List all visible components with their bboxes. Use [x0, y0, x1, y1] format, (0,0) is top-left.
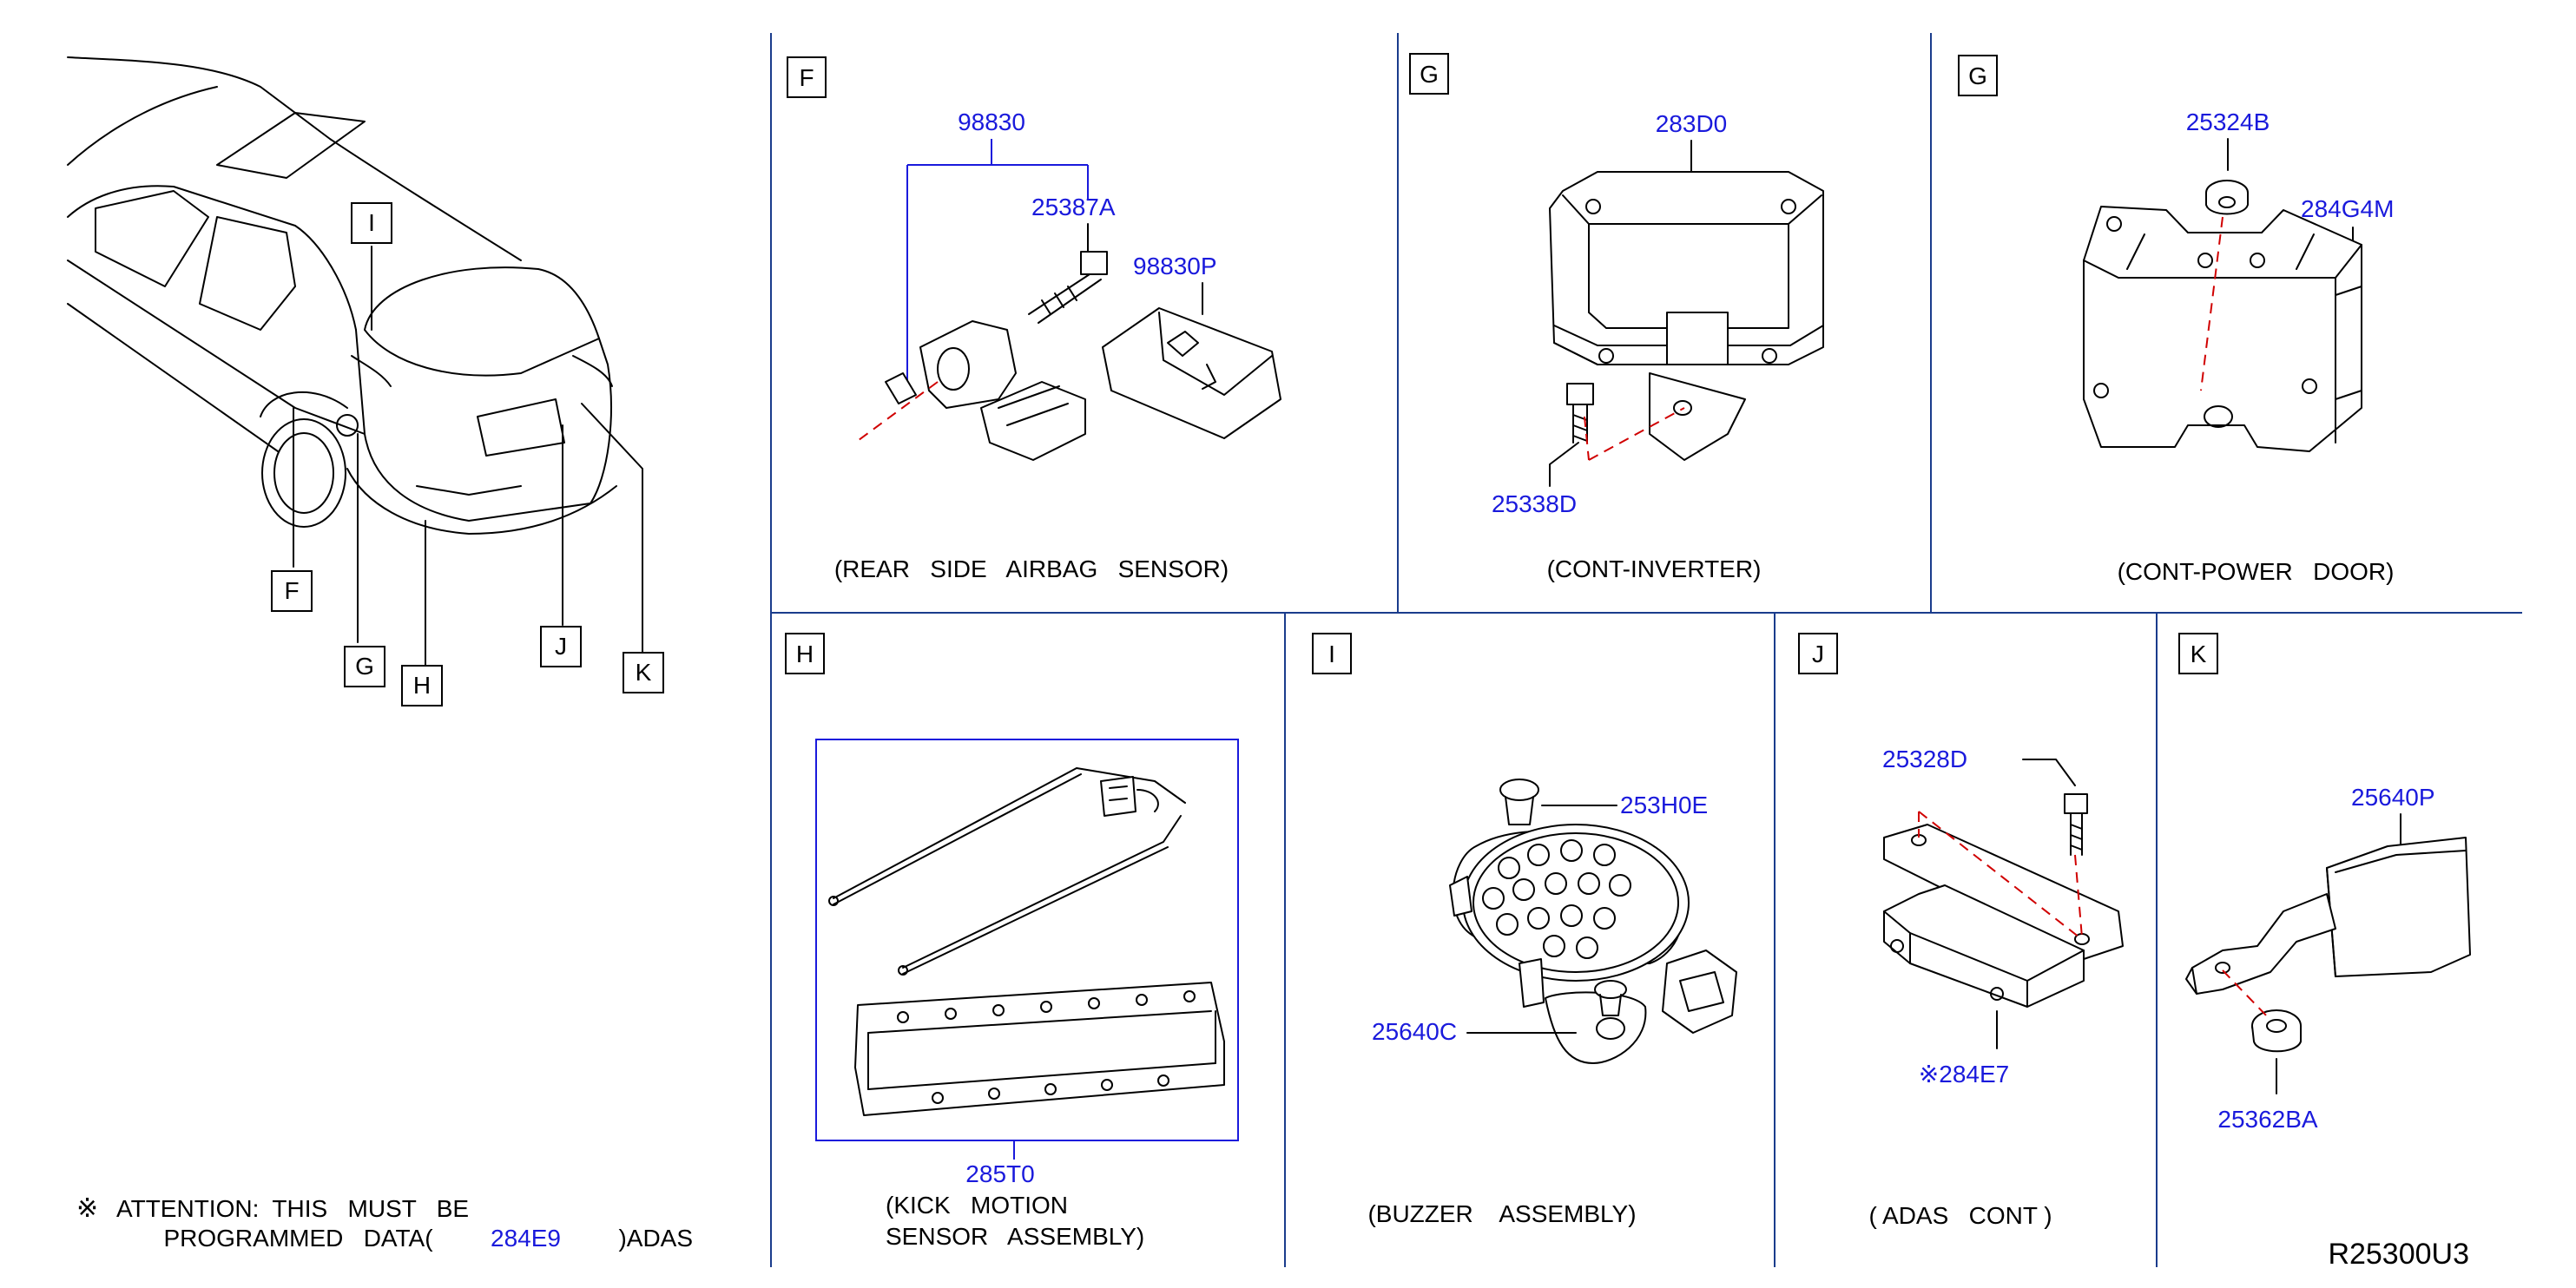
sensor-cover-drawing	[1102, 307, 1281, 439]
panel-H-caption-line2: SENSOR ASSEMBLY)	[886, 1223, 1144, 1250]
panel-G1-letter: G	[1420, 61, 1439, 88]
part-284G4M: 284G4M	[2301, 195, 2394, 222]
panel-G2-letter: G	[1968, 62, 1987, 89]
panel-dividers	[770, 33, 2522, 1267]
panel-F-caption: (REAR SIDE AIRBAG SENSOR)	[834, 555, 1229, 582]
callout-F: F	[271, 570, 313, 612]
part-98830P: 98830P	[1133, 253, 1217, 279]
part-25640C: 25640C	[1372, 1018, 1457, 1045]
panel-H-letter: H	[796, 641, 814, 667]
adas-cont-drawing	[1883, 793, 2124, 1008]
part-285T0: 285T0	[965, 1160, 1034, 1187]
callout-J-label: J	[555, 633, 567, 660]
panel-J: J 25328D ※284E7 ( ADAS CONT )	[1798, 633, 2124, 1229]
attention-line2-part: 284E9	[491, 1225, 561, 1252]
panel-K: K 25640P 25362BA	[2178, 633, 2471, 1133]
callout-K-label: K	[636, 659, 652, 686]
part-25328D: 25328D	[1882, 746, 1967, 772]
part-98830: 98830	[958, 108, 1025, 135]
part-25640P: 25640P	[2351, 784, 2435, 811]
part-284E7: ※284E7	[1919, 1061, 2009, 1088]
callout-G: G	[344, 646, 385, 687]
panel-G2: G 25324B 284G4M (CONT-POWER DOOR)	[1958, 55, 2395, 585]
panel-I-caption: (BUZZER ASSEMBLY)	[1367, 1200, 1636, 1227]
panel-K-letter: K	[2191, 641, 2207, 667]
panel-G1-caption: (CONT-INVERTER)	[1547, 555, 1762, 582]
attention-line2-prefix: PROGRAMMED DATA(	[163, 1225, 433, 1252]
panel-J-letter: J	[1812, 641, 1824, 667]
part-25362BA: 25362BA	[2217, 1106, 2318, 1133]
panel-G2-caption: (CONT-POWER DOOR)	[2118, 558, 2395, 585]
panel-F: F 98830 25387A 98830P (REAR	[787, 56, 1281, 582]
callout-J: J	[540, 626, 582, 667]
callout-F-label: F	[284, 577, 299, 604]
part-25338D: 25338D	[1492, 490, 1577, 517]
attention-mark: ※	[76, 1194, 98, 1223]
part-25387A: 25387A	[1031, 194, 1116, 220]
panel-H-caption-line1: (KICK MOTION	[886, 1192, 1068, 1219]
diagram-code: R25300U3	[2328, 1238, 2469, 1271]
attention-line2-suffix: )ADAS	[618, 1225, 693, 1252]
kick-sensor-frame	[815, 739, 1239, 1141]
panel-F-letter: F	[799, 64, 814, 91]
inverter-drawing	[1549, 171, 1824, 461]
ultrasonic-sensor-drawing	[2185, 837, 2471, 1053]
vehicle-overview	[67, 56, 643, 669]
callout-G-label: G	[355, 653, 374, 680]
callout-I-label: I	[368, 209, 375, 236]
panel-I-letter: I	[1328, 641, 1335, 667]
callout-H-label: H	[413, 672, 431, 699]
attention-line2: PROGRAMMED DATA( 284E9 )ADAS	[116, 1225, 727, 1252]
panel-G1: G 283D0 25338D (CONT-INVERTER)	[1409, 53, 1824, 582]
callout-H: H	[401, 665, 443, 706]
panel-H: H 285T0 (KICK MOTION SENSOR	[785, 633, 1239, 1250]
callout-K: K	[623, 652, 664, 693]
part-25324B: 25324B	[2186, 108, 2270, 135]
airbag-sensor-drawing	[854, 320, 1086, 461]
callout-I: I	[351, 202, 392, 244]
power-door-unit-drawing	[2083, 180, 2362, 452]
attention-note: ※ ATTENTION: THIS MUST BE PROGRAMMED DAT…	[76, 1194, 727, 1252]
kick-sensor-drawing	[828, 767, 1225, 1116]
part-283D0: 283D0	[1656, 110, 1728, 137]
attention-line1: ATTENTION: THIS MUST BE	[116, 1195, 469, 1222]
buzzer-drawing	[1449, 779, 1737, 1064]
part-253H0E: 253H0E	[1620, 792, 1708, 818]
bolt-drawing	[1028, 251, 1108, 324]
panel-I: I 253H0E 25640C (B	[1312, 633, 1737, 1227]
panel-J-caption: ( ADAS CONT )	[1868, 1202, 2052, 1229]
